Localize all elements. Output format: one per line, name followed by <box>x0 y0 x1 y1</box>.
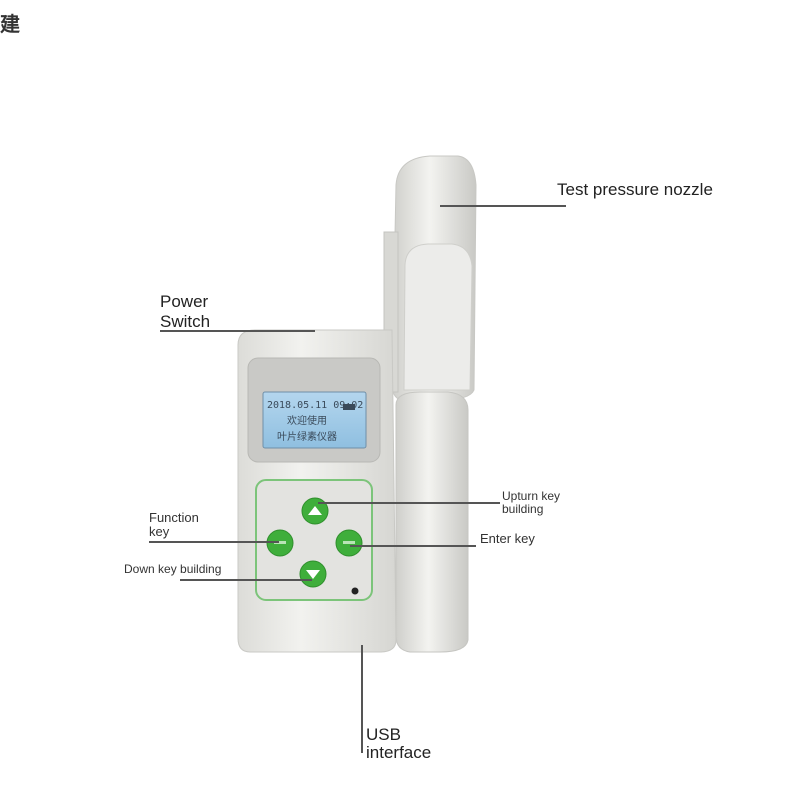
leader-usb-interface <box>361 645 363 753</box>
label-usb-line1: USB <box>366 725 401 744</box>
test-pressure-nozzle <box>383 155 477 401</box>
leader-down-key <box>180 579 312 581</box>
lcd-line-3: 叶片绿素仪器 <box>277 430 337 443</box>
label-down-key: Down key building <box>124 562 222 576</box>
label-upturn-key-line2: building <box>502 502 544 516</box>
lower-tube <box>395 391 469 653</box>
label-power-switch-line1: Power <box>160 292 209 311</box>
keypad-panel <box>255 479 373 601</box>
lcd-line-2: 欢迎使用 <box>287 414 327 427</box>
lcd-line-1: 2018.05.11 09:02 <box>267 400 363 411</box>
lcd-screen: 2018.05.11 09:02 欢迎使用 叶片绿素仪器 <box>267 400 363 443</box>
label-usb-line2: interface <box>366 743 432 762</box>
label-test-pressure-nozzle: Test pressure nozzle <box>557 180 713 199</box>
label-function-key-line1: Function <box>149 510 199 525</box>
label-power-switch-line2: Switch <box>160 312 211 331</box>
leader-function-key <box>149 541 279 543</box>
label-function-key-line2: key <box>149 524 170 539</box>
leader-power-switch <box>160 330 315 332</box>
label-upturn-key-line1: Upturn key <box>502 489 561 503</box>
screen-bezel <box>247 357 381 463</box>
leader-upturn-key <box>318 502 500 504</box>
leader-enter-key <box>350 545 476 547</box>
leader-nozzle <box>440 205 566 207</box>
corner-glyph: 建 <box>0 12 20 36</box>
label-enter-key: Enter key <box>480 531 535 546</box>
